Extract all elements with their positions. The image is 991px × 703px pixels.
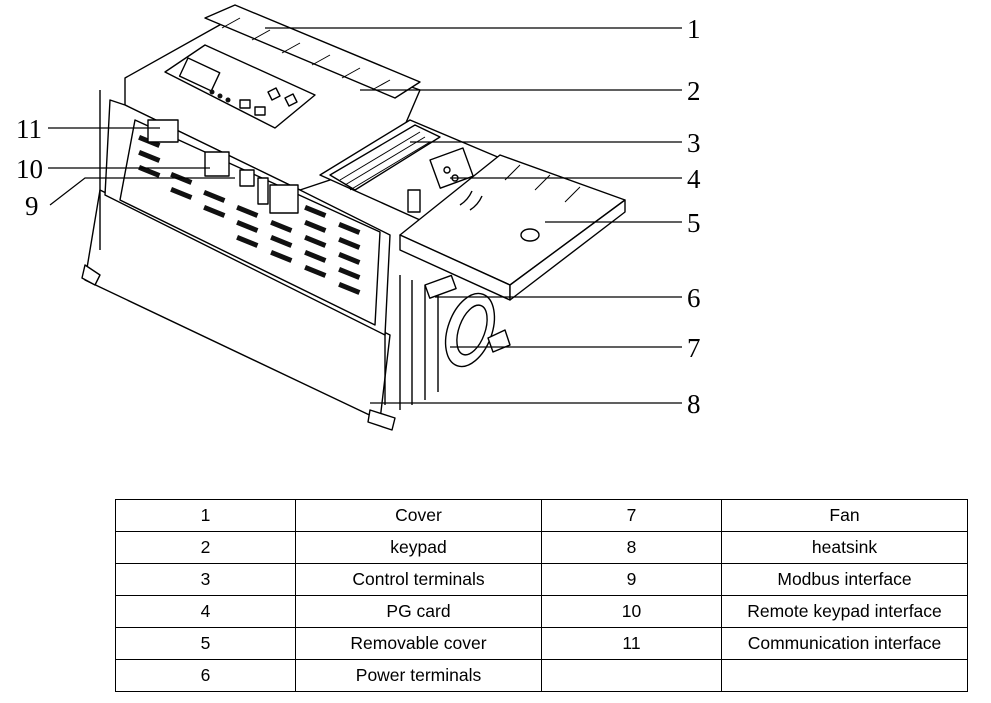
part-number: 11 [541, 627, 722, 660]
part-name: Remote keypad interface [721, 595, 968, 628]
part-name: heatsink [721, 531, 968, 564]
callout-9: 9 [25, 191, 39, 221]
part-name: Fan [721, 499, 968, 532]
table-row: 6 Power terminals [115, 659, 968, 692]
callout-5: 5 [687, 208, 701, 238]
part-name: PG card [295, 595, 542, 628]
keypad [164, 44, 316, 129]
fan [444, 292, 511, 368]
part-number: 2 [115, 531, 296, 564]
part-number: 7 [541, 499, 722, 532]
parts-legend-table: 1 Cover 7 Fan 2 keypad 8 heatsink 3 Cont… [115, 499, 968, 692]
callout-1: 1 [687, 14, 701, 44]
part-number: 1 [115, 499, 296, 532]
removable-cover [399, 154, 626, 301]
table-row: 4 PG card 10 Remote keypad interface [115, 595, 968, 628]
part-number: 3 [115, 563, 296, 596]
leader-lines [48, 27, 682, 404]
callout-7: 7 [687, 333, 701, 363]
part-number: 9 [541, 563, 722, 596]
vent-slots [138, 135, 361, 295]
callout-numbers: 1 2 3 4 5 6 7 8 9 10 11 [16, 14, 701, 419]
table-row: 2 keypad 8 heatsink [115, 531, 968, 564]
part-name: Control terminals [295, 563, 542, 596]
callout-3: 3 [687, 128, 701, 158]
callout-11: 11 [16, 114, 42, 144]
callout-10: 10 [16, 154, 43, 184]
part-number [541, 659, 722, 692]
part-number: 6 [115, 659, 296, 692]
part-name: keypad [295, 531, 542, 564]
part-name [721, 659, 968, 692]
part-name: Modbus interface [721, 563, 968, 596]
interface-ports [147, 119, 299, 214]
table-row: 3 Control terminals 9 Modbus interface [115, 563, 968, 596]
part-number: 8 [541, 531, 722, 564]
table-row: 1 Cover 7 Fan [115, 499, 968, 532]
table-row: 5 Removable cover 11 Communication inter… [115, 627, 968, 660]
part-name: Removable cover [295, 627, 542, 660]
part-number: 5 [115, 627, 296, 660]
part-number: 10 [541, 595, 722, 628]
part-name: Communication interface [721, 627, 968, 660]
power-terminals [424, 274, 457, 299]
top-cover [204, 4, 421, 99]
callout-4: 4 [687, 164, 701, 194]
drive-exploded-diagram: 1 2 3 4 5 6 7 8 9 10 11 [16, 4, 701, 431]
callout-6: 6 [687, 283, 701, 313]
part-number: 4 [115, 595, 296, 628]
control-terminals [319, 119, 501, 221]
callout-2: 2 [687, 76, 701, 106]
part-name: Power terminals [295, 659, 542, 692]
part-name: Cover [295, 499, 542, 532]
callout-8: 8 [687, 389, 701, 419]
